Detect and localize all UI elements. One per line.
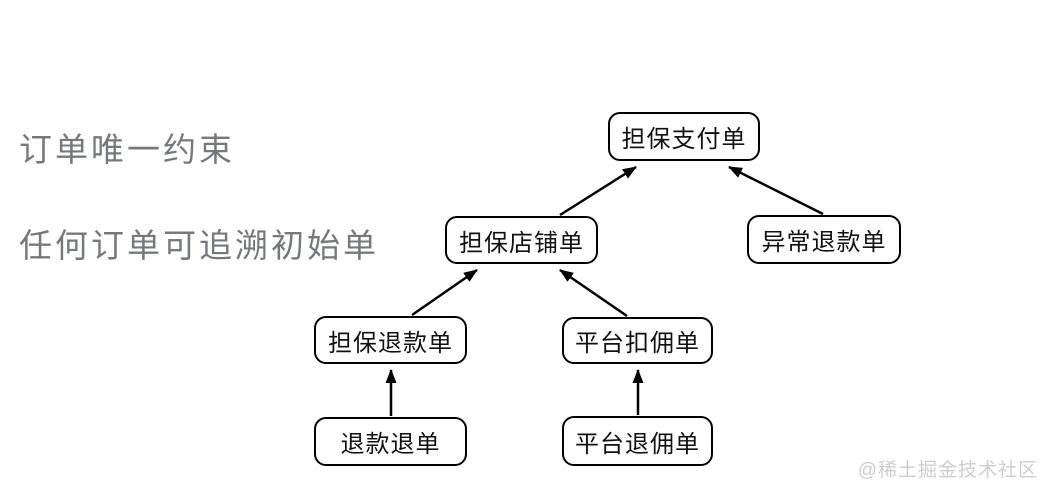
juejin-watermark: @稀土掘金技术社区 xyxy=(857,460,1038,481)
edge-guarantee-refund-to-shop xyxy=(411,268,478,317)
node-platform-commission-deduction-order: 平台扣佣单 xyxy=(562,317,713,364)
node-label: 异常退款单 xyxy=(761,229,887,256)
edge-abnormal-refund-to-payment xyxy=(728,165,824,216)
node-label: 平台退佣单 xyxy=(575,430,700,458)
node-label: 退款退单 xyxy=(340,431,441,458)
node-label: 担保支付单 xyxy=(621,126,747,153)
edge-shop-to-payment xyxy=(559,165,637,217)
node-label: 担保店铺单 xyxy=(459,229,584,257)
node-guarantee-payment-order: 担保支付单 xyxy=(608,112,760,161)
edge-commission-deduction-to-shop xyxy=(559,268,628,318)
annotation-traceable-origin: 任何订单可追溯初始单 xyxy=(19,227,379,264)
node-label: 平台扣佣单 xyxy=(575,330,700,357)
node-guarantee-shop-order: 担保店铺单 xyxy=(445,216,598,264)
node-platform-commission-refund-order: 平台退佣单 xyxy=(562,416,713,466)
node-refund-chargeback-order: 退款退单 xyxy=(314,417,467,466)
node-abnormal-refund-order: 异常退款单 xyxy=(747,215,901,264)
annotation-unique-constraint: 订单唯一约束 xyxy=(19,131,235,168)
node-guarantee-refund-order: 担保退款单 xyxy=(314,316,467,364)
node-label: 担保退款单 xyxy=(328,329,453,357)
